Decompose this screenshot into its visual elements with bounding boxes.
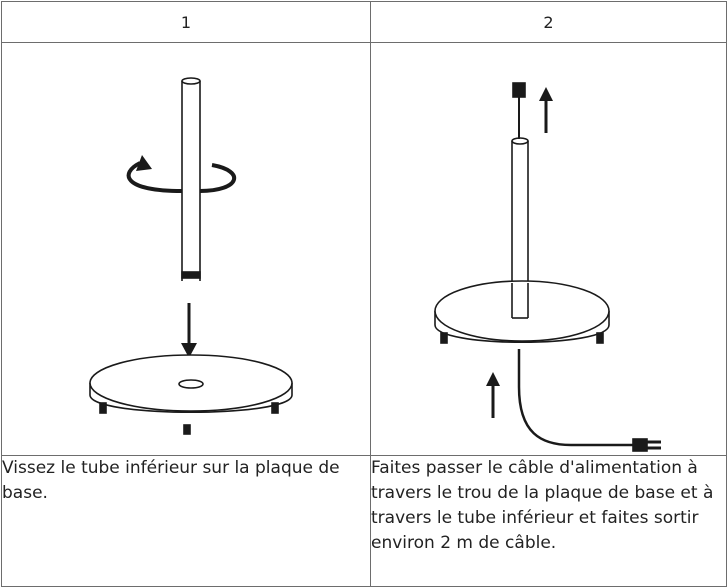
step-1-description: Vissez le tube inférieur sur la plaque d… xyxy=(1,455,371,587)
step-1-illustration xyxy=(89,77,293,435)
up-arrow-icon xyxy=(486,372,500,418)
step-2-description: Faites passer le câble d'alimentation à … xyxy=(370,455,727,587)
up-arrow-icon xyxy=(539,87,553,133)
step-number-row: 1 2 xyxy=(1,1,727,43)
lower-tube-icon xyxy=(181,77,201,281)
step-1-number: 1 xyxy=(1,1,371,43)
step-2-illustration xyxy=(434,82,661,452)
down-arrow-icon xyxy=(181,303,197,358)
power-cable-icon xyxy=(517,349,661,452)
plug-connector-icon xyxy=(512,82,526,139)
step-2-illustration-cell xyxy=(370,42,727,456)
description-row: Vissez le tube inférieur sur la plaque d… xyxy=(1,455,727,587)
illustration-row xyxy=(1,42,727,456)
rotate-arrow-icon xyxy=(126,155,236,193)
step-1-illustration-cell xyxy=(1,42,371,456)
base-plate-icon xyxy=(89,354,293,435)
step-2-number: 2 xyxy=(370,1,727,43)
base-plate-icon xyxy=(434,280,610,344)
